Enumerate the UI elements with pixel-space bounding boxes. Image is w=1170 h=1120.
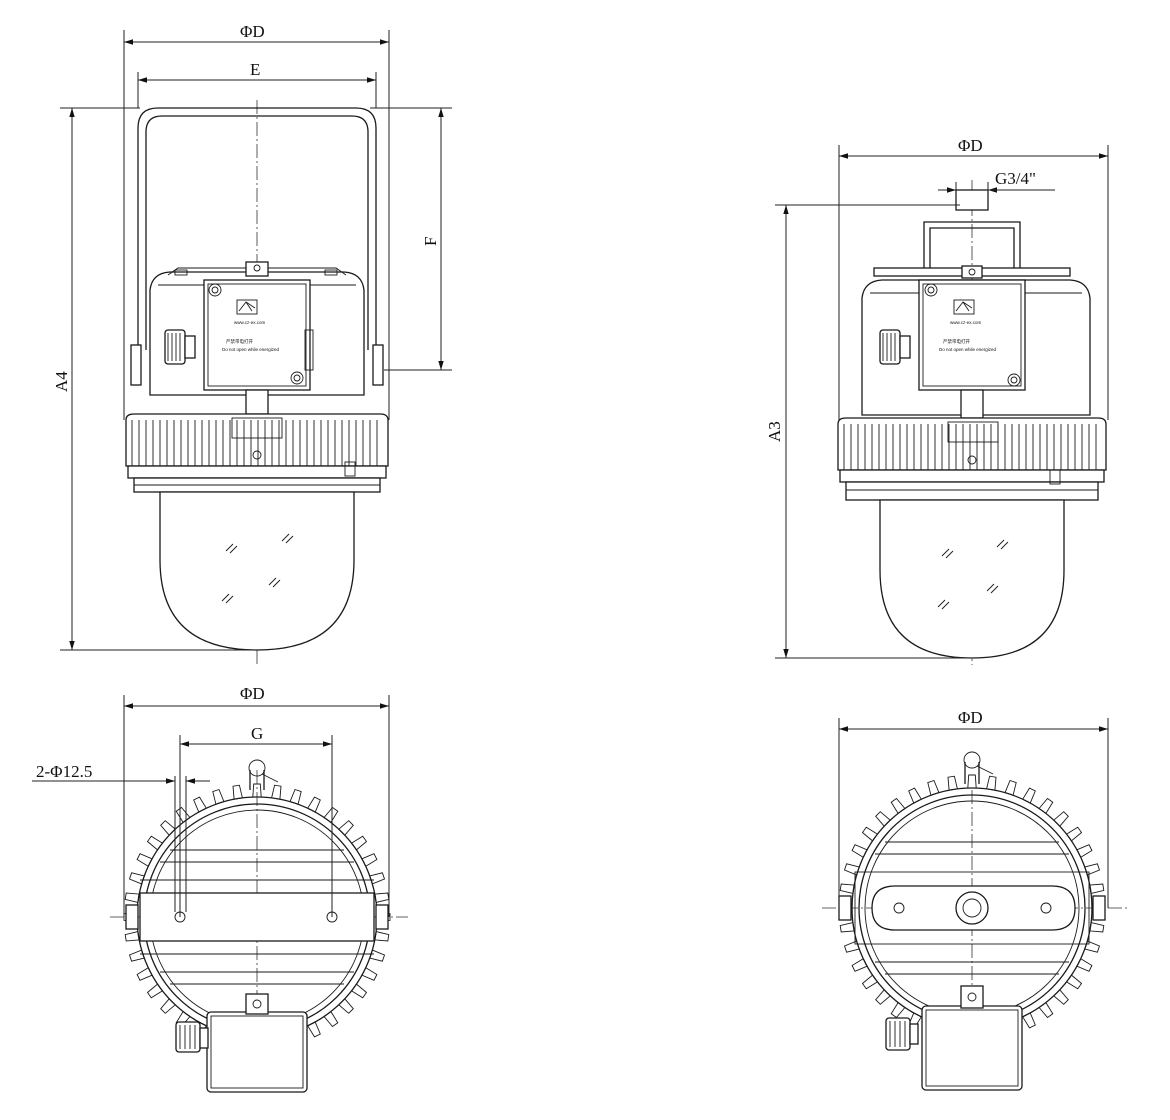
- f-label: F: [421, 237, 440, 246]
- phi-d-label: ΦD: [240, 22, 265, 41]
- phi-d-label-4: ΦD: [958, 708, 983, 727]
- a4-label: A4: [52, 371, 71, 392]
- phi-d-label-2: ΦD: [958, 136, 983, 155]
- warning-en-text: Do not open while energized: [222, 347, 280, 352]
- e-label: E: [250, 60, 260, 79]
- a3-label: A3: [765, 421, 784, 442]
- plan-view-left: ΦD G 2-Φ12.5: [32, 684, 408, 1093]
- warning-cn-text-2: 严禁带电打开: [943, 338, 970, 345]
- brand-text-2: www.cz-ex.com: [950, 320, 982, 325]
- thread-label: G3/4": [995, 169, 1036, 188]
- g-label: G: [251, 724, 263, 743]
- brand-text: www.cz-ex.com: [234, 320, 266, 325]
- holes-label: 2-Φ12.5: [36, 762, 92, 781]
- warning-en-text-2: Do not open while energized: [939, 347, 997, 352]
- front-view-a4: www.cz-ex.com 严禁带电打开 Do not open while e…: [52, 22, 452, 665]
- warning-cn-text: 严禁带电打开: [226, 338, 253, 345]
- plan-view-right: ΦD: [822, 708, 1128, 1091]
- front-view-a3: www.cz-ex.com 严禁带电打开 Do not open while e…: [765, 136, 1109, 665]
- phi-d-label-3: ΦD: [240, 684, 265, 703]
